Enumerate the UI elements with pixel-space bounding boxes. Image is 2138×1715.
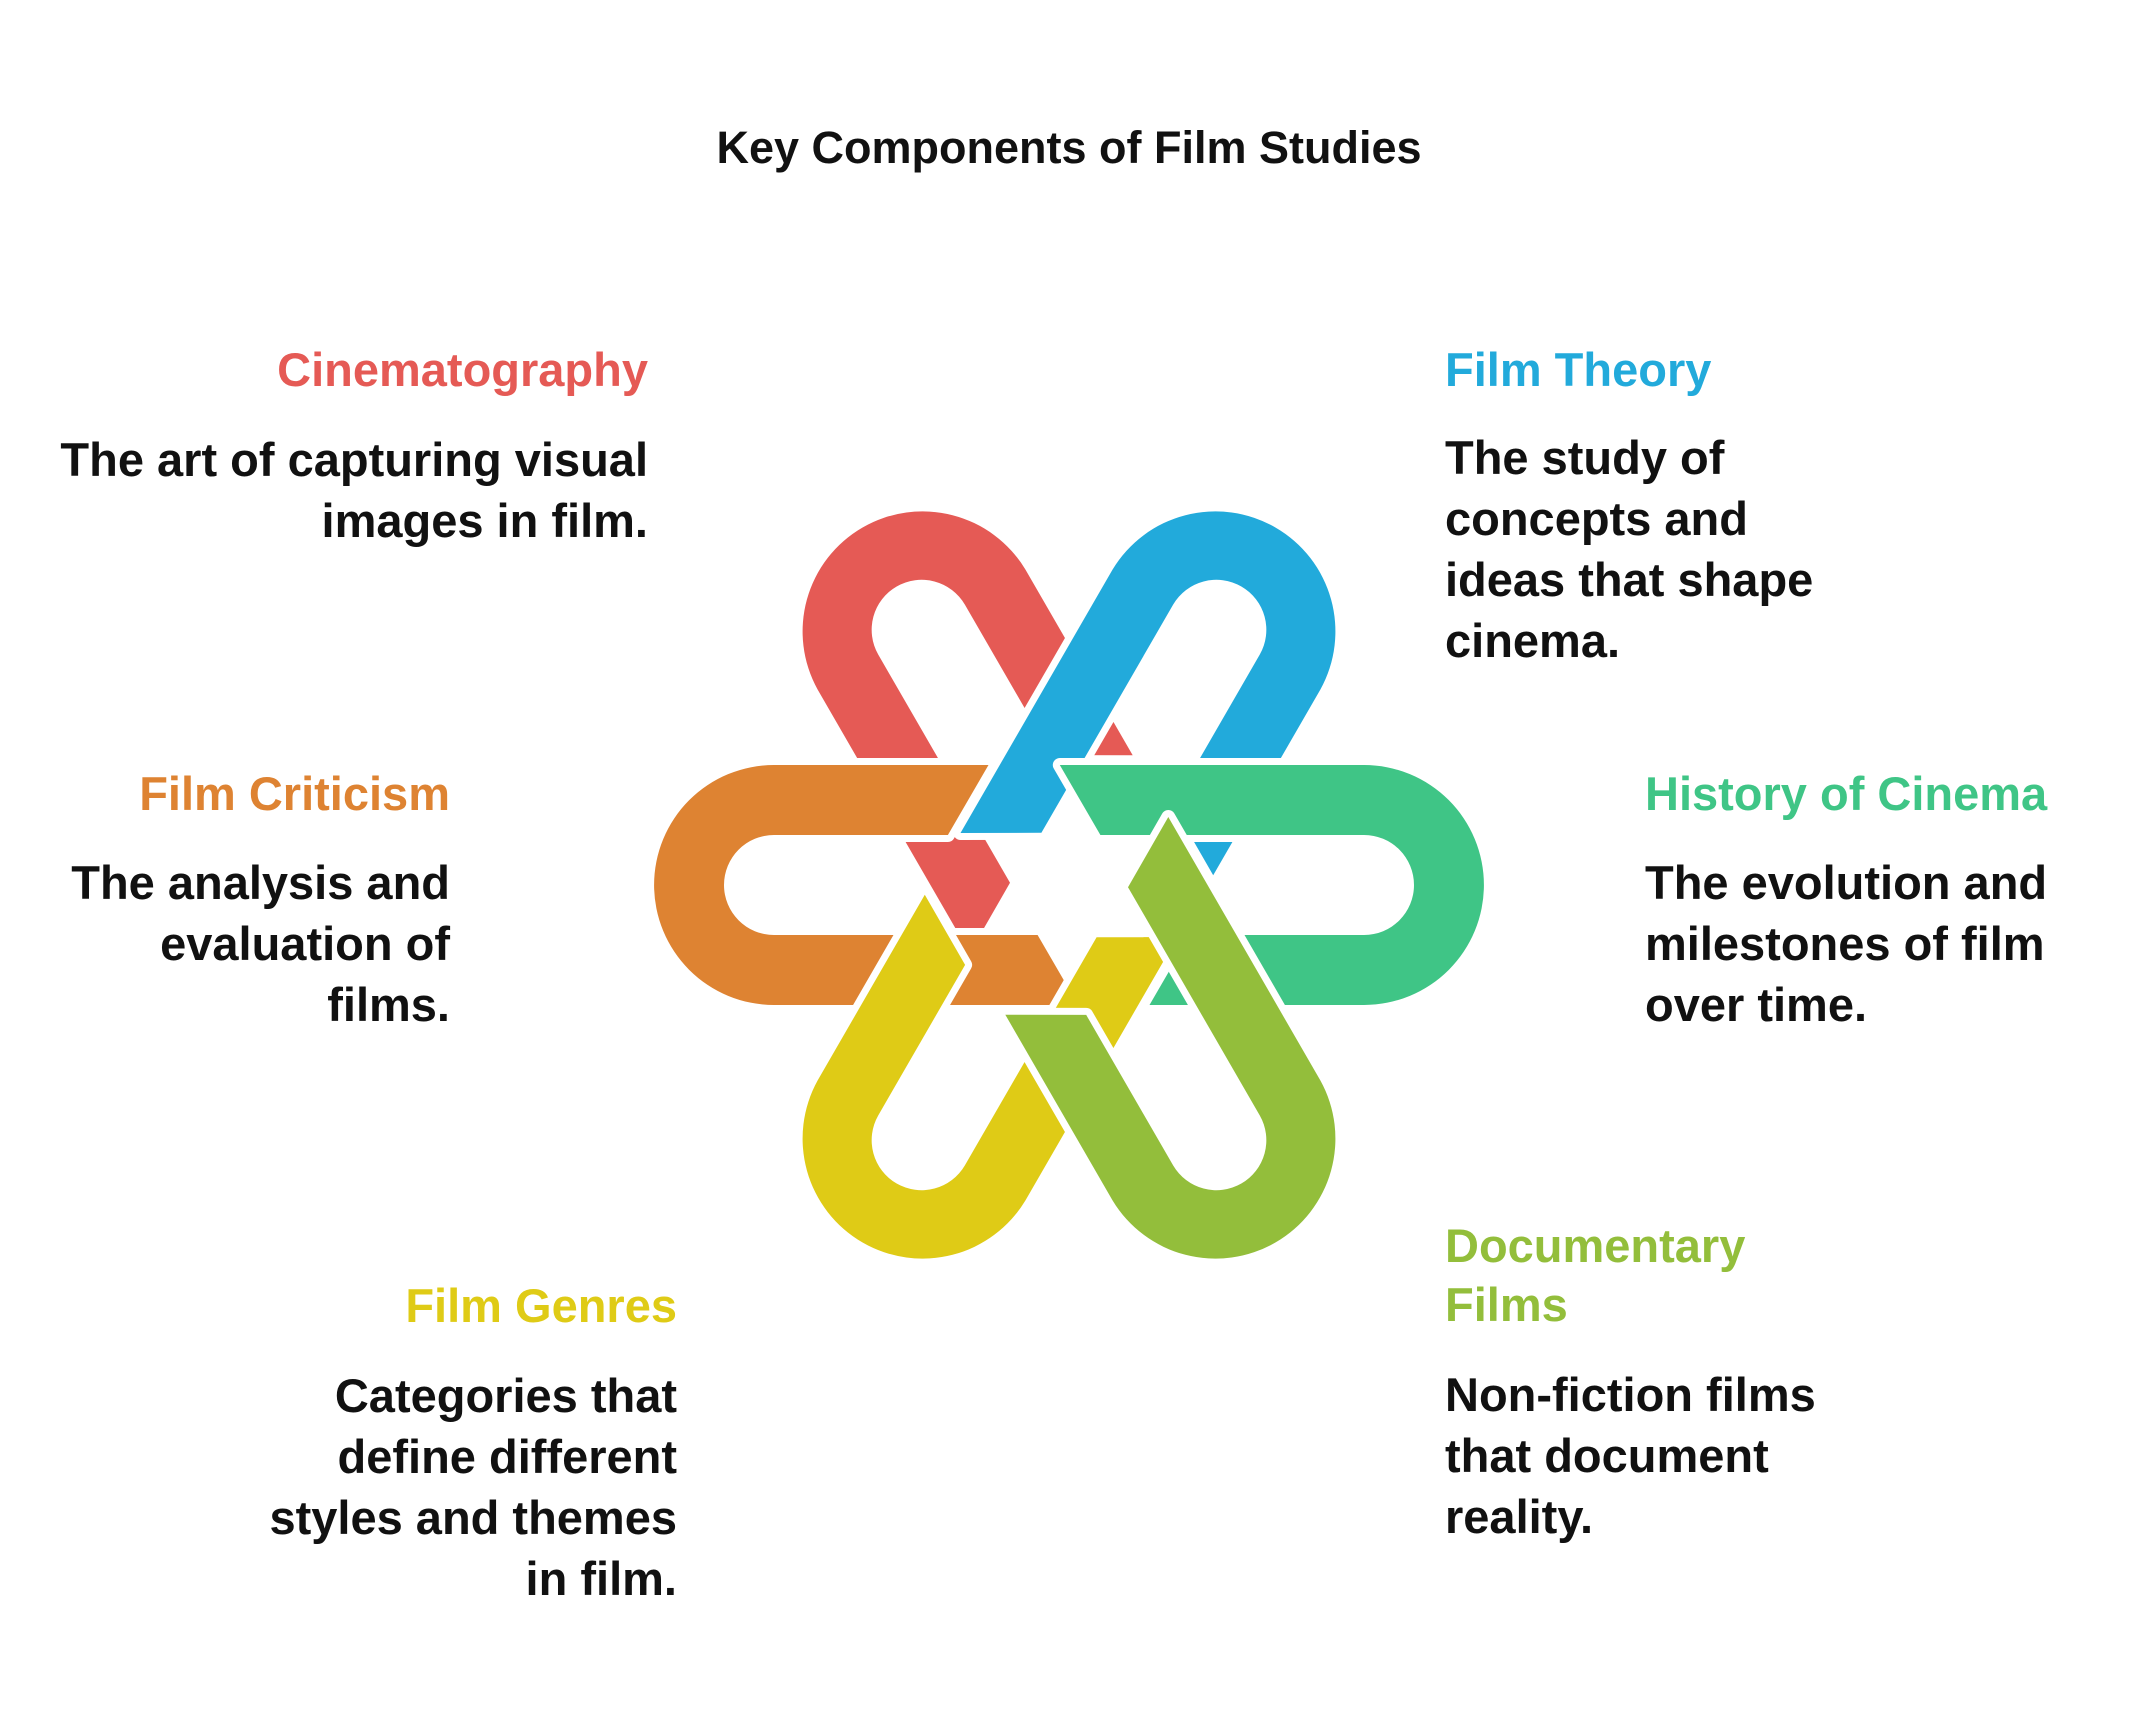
- block-cinematography: Cinematography The art of capturing visu…: [48, 340, 648, 551]
- history-of-cinema-title: History of Cinema: [1645, 767, 2048, 820]
- cinematography-title: Cinematography: [277, 343, 648, 396]
- block-documentary-films: Documentary Films Non-fiction films that…: [1445, 1216, 2045, 1547]
- loop-film-criticism: [647, 758, 1086, 1012]
- block-film-theory: Film Theory The study of concepts and id…: [1445, 340, 2045, 671]
- block-film-genres: Film Genres Categories that define diffe…: [77, 1276, 677, 1609]
- block-history-of-cinema: History of Cinema The evolution and mile…: [1645, 764, 2138, 1035]
- cinematography-description: The art of capturing visual images in fi…: [60, 433, 648, 547]
- diagram-title: Key Components of Film Studies: [716, 122, 1422, 173]
- loop-documentary-films: [998, 810, 1343, 1266]
- film-criticism-description: The analysis and evaluation of films.: [71, 856, 450, 1031]
- documentary-films-description: Non-fiction films that document reality.: [1445, 1368, 1816, 1543]
- loop-film-genres: [795, 887, 1185, 1266]
- film-criticism-title: Film Criticism: [139, 767, 450, 820]
- documentary-films-title: Documentary Films: [1445, 1219, 1746, 1331]
- film-genres-title: Film Genres: [405, 1279, 677, 1332]
- film-genres-description: Categories that define different styles …: [269, 1369, 677, 1605]
- loop-cinematography: [795, 504, 1140, 960]
- film-theory-description: The study of concepts and ideas that sha…: [1445, 431, 1814, 667]
- history-of-cinema-description: The evolution and milestones of film ove…: [1645, 856, 2048, 1031]
- block-film-criticism: Film Criticism The analysis and evaluati…: [0, 764, 450, 1035]
- film-theory-title: Film Theory: [1445, 343, 1712, 396]
